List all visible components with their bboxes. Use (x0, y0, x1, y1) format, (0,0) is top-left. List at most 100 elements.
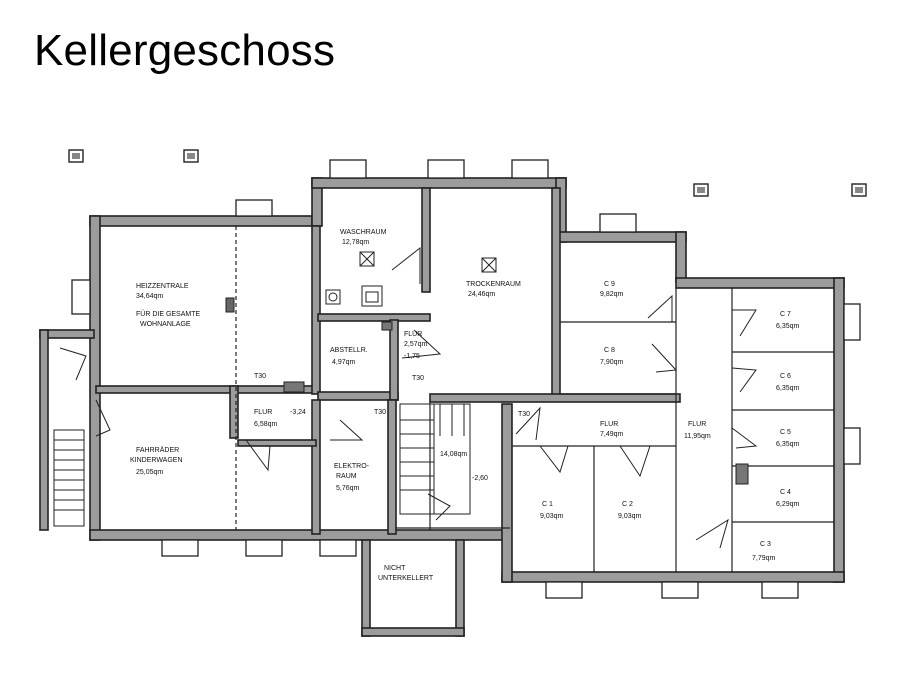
room-name: C 5 (780, 429, 791, 436)
room-name: TROCKENRAUM (466, 281, 521, 288)
room-area: 9,03qm (618, 513, 642, 520)
wall-segment (455, 539, 465, 637)
wall-segment (555, 231, 687, 243)
window (319, 539, 357, 557)
window (245, 539, 283, 557)
wall-segment (833, 277, 845, 583)
room-name: ELEKTRO- (334, 463, 370, 470)
room-name: C 9 (604, 281, 615, 288)
wall-segment (89, 215, 313, 227)
room-area: 6,58qm (254, 421, 278, 428)
room-name: RAUM (336, 473, 357, 480)
door-label: T30 (518, 411, 530, 418)
windows (71, 159, 861, 599)
stairs (53, 403, 471, 527)
door-label: T30 (412, 375, 424, 382)
window (511, 159, 549, 179)
room-area: 7,90qm (600, 359, 624, 366)
room-name: ABSTELLR. (330, 347, 368, 354)
wall-segment (361, 627, 465, 637)
wall-segment (551, 187, 561, 399)
wall-segment (237, 439, 317, 447)
wall-segment (95, 385, 317, 394)
wall-segment (311, 177, 567, 189)
room-labels: HEIZZENTRALE 34,64qm FÜR DIE GESAMTE WOH… (130, 229, 800, 582)
room-name: C 8 (604, 347, 615, 354)
room-name: HEIZZENTRALE (136, 283, 189, 290)
room-name: C 2 (622, 501, 633, 508)
room-name: FLUR (688, 421, 706, 428)
room-name: C 1 (542, 501, 553, 508)
room-area: 9,82qm (600, 291, 624, 298)
fixtures (225, 251, 749, 485)
wall-segment (89, 215, 101, 541)
window (161, 539, 199, 557)
wall-segment (311, 399, 321, 535)
window (843, 303, 861, 341)
room-name: NICHT (384, 565, 406, 572)
window (329, 159, 367, 179)
room-area: 6,35qm (776, 385, 800, 392)
room-area: 4,97qm (332, 359, 356, 366)
room-area: 34,64qm (136, 293, 163, 300)
wall-segment (229, 385, 239, 439)
room-area: 6,29qm (776, 501, 800, 508)
room-area: 2,57qm (404, 341, 428, 348)
room-area: 14,08qm (440, 451, 467, 458)
room-name: FLUR (254, 409, 272, 416)
exterior-walls (39, 177, 845, 637)
window (235, 199, 273, 217)
room-name: C 6 (780, 373, 791, 380)
wall-segment (89, 529, 511, 541)
room-note: FÜR DIE GESAMTE (136, 310, 201, 318)
window (843, 427, 861, 465)
room-name: C 4 (780, 489, 791, 496)
room-area: 6,35qm (776, 441, 800, 448)
wall-segment (317, 313, 431, 322)
room-level: -3,24 (290, 409, 306, 416)
room-area: 7,79qm (752, 555, 776, 562)
room-name: FLUR (404, 331, 422, 338)
wall-segment (675, 277, 845, 289)
door-swings (59, 246, 758, 549)
door-label: T30 (254, 373, 266, 380)
room-level: -2,60 (472, 475, 488, 482)
wall-segment (501, 403, 513, 583)
room-area: 6,35qm (776, 323, 800, 330)
room-name: FLUR (600, 421, 618, 428)
window (427, 159, 465, 179)
wall-segment (387, 399, 397, 535)
window (599, 213, 637, 233)
wall-segment (361, 539, 371, 637)
wall-segment (421, 187, 431, 293)
wall-segment (675, 231, 687, 283)
room-note: WOHNANLAGE (140, 321, 191, 328)
room-area: 7,49qm (600, 431, 624, 438)
room-name: C 3 (760, 541, 771, 548)
exterior-markers (68, 149, 867, 197)
room-area: 11,95qm (684, 433, 711, 440)
room-area: 5,76qm (336, 485, 360, 492)
wall-segment (39, 329, 49, 531)
window (71, 279, 91, 315)
wall-segment (317, 391, 399, 401)
room-name: KINDERWAGEN (130, 457, 183, 464)
room-area: 25,05qm (136, 469, 163, 476)
door-label: T30 (374, 409, 386, 416)
window (761, 581, 799, 599)
wall-segment (311, 225, 321, 395)
door-rating-labels: T30 T30 T30 T30 (254, 373, 530, 418)
room-area: 24,46qm (468, 291, 495, 298)
wall-segment (429, 393, 681, 403)
window (661, 581, 699, 599)
interior-walls (95, 187, 681, 535)
room-area: 9,03qm (540, 513, 564, 520)
partitions (235, 226, 834, 572)
room-name: WASCHRAUM (340, 229, 387, 236)
room-name: C 7 (780, 311, 791, 318)
room-name: FAHRRÄDER (136, 446, 179, 454)
room-level: -1,75 (404, 353, 420, 360)
room-name: UNTERKELLERT (378, 575, 434, 582)
room-area: 12,78qm (342, 239, 369, 246)
